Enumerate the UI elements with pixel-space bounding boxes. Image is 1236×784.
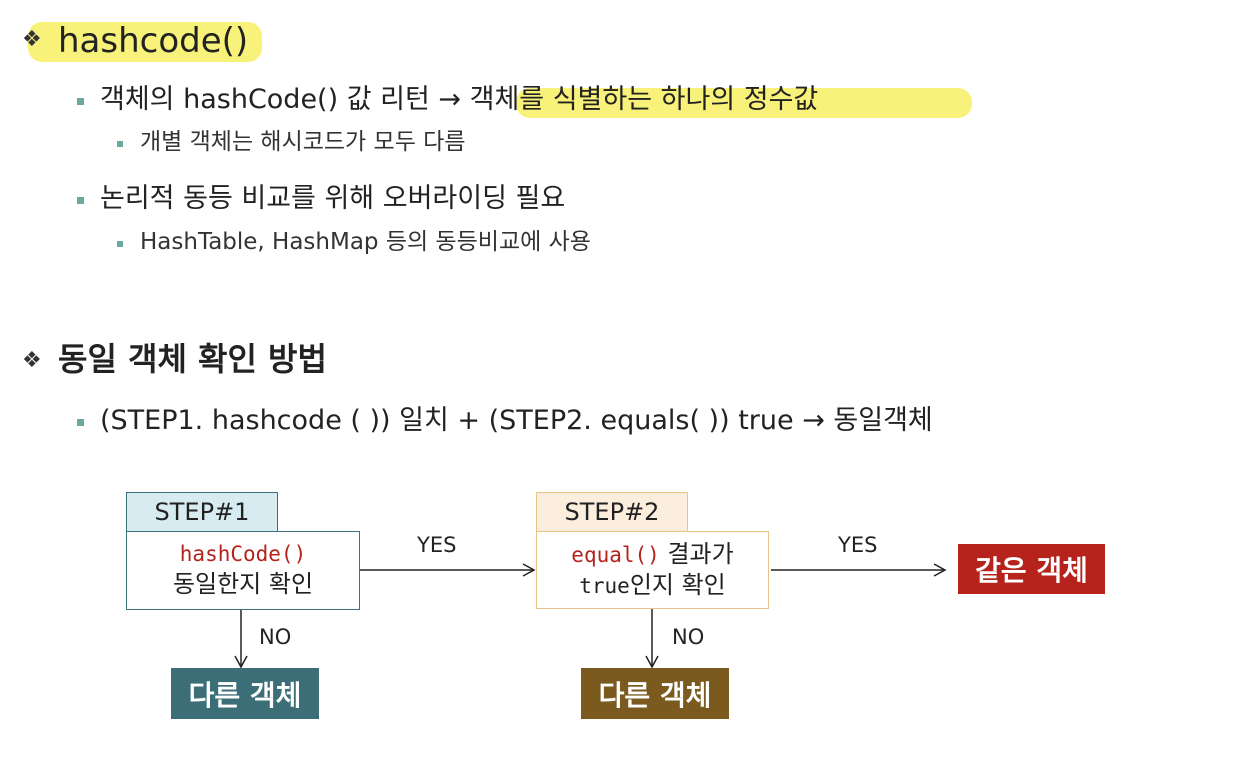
step2-tab: STEP#2 (536, 492, 688, 532)
bullet-2: 논리적 동등 비교를 위해 오버라이딩 필요 (100, 183, 566, 214)
square-bullet-icon (117, 141, 123, 147)
bullet-1-highlight-text: 객체를 식별하는 하나의 정수값 (469, 84, 819, 115)
section1-title: hashcode() (58, 21, 249, 61)
step2-box: equal() 결과가 true인지 확인 (536, 531, 769, 609)
yes-label-1: YES (417, 533, 457, 557)
section2-title: 동일 객체 확인 방법 (58, 340, 327, 378)
no-label-1: NO (259, 625, 292, 649)
same-object-box: 같은 객체 (958, 544, 1105, 594)
no-label-2: NO (672, 625, 705, 649)
step2-line1: equal() 결과가 (571, 539, 733, 570)
different-object-box-2: 다른 객체 (581, 668, 729, 719)
step2-line1-rest: 결과가 (659, 539, 734, 568)
step1-code: hashCode() (179, 542, 307, 567)
step2-line2: true인지 확인 (579, 570, 726, 601)
square-bullet-icon (77, 197, 84, 204)
title-highlight (28, 22, 262, 62)
yes-label-2: YES (838, 533, 878, 557)
bullet-2-sub: HashTable, HashMap 등의 동등비교에 사용 (140, 229, 591, 255)
different-object-box-1: 다른 객체 (171, 668, 319, 719)
step2-code2: true (579, 574, 630, 598)
bullet-1: 객체의 hashCode() 값 리턴 → 객체를 식별하는 하나의 정수값 (100, 84, 818, 116)
square-bullet-icon (77, 98, 84, 105)
bullet-1-text: 객체의 hashCode() 값 리턴 → (100, 84, 470, 115)
step2-line2-rest: 인지 확인 (629, 571, 726, 599)
diamond-bullet-icon: ❖ (22, 27, 42, 52)
square-bullet-icon (77, 419, 84, 426)
square-bullet-icon (117, 241, 123, 247)
step1-line2: 동일한지 확인 (172, 569, 314, 598)
bullet-1-sub: 개별 객체는 해시코드가 모두 다름 (140, 129, 466, 155)
diamond-bullet-icon: ❖ (22, 348, 42, 373)
step2-code: equal() (571, 542, 660, 567)
step1-box: hashCode() 동일한지 확인 (126, 531, 360, 610)
section2-bullet: (STEP1. hashcode ( )) 일치 + (STEP2. equal… (100, 405, 933, 436)
bullet-highlight (516, 88, 972, 118)
